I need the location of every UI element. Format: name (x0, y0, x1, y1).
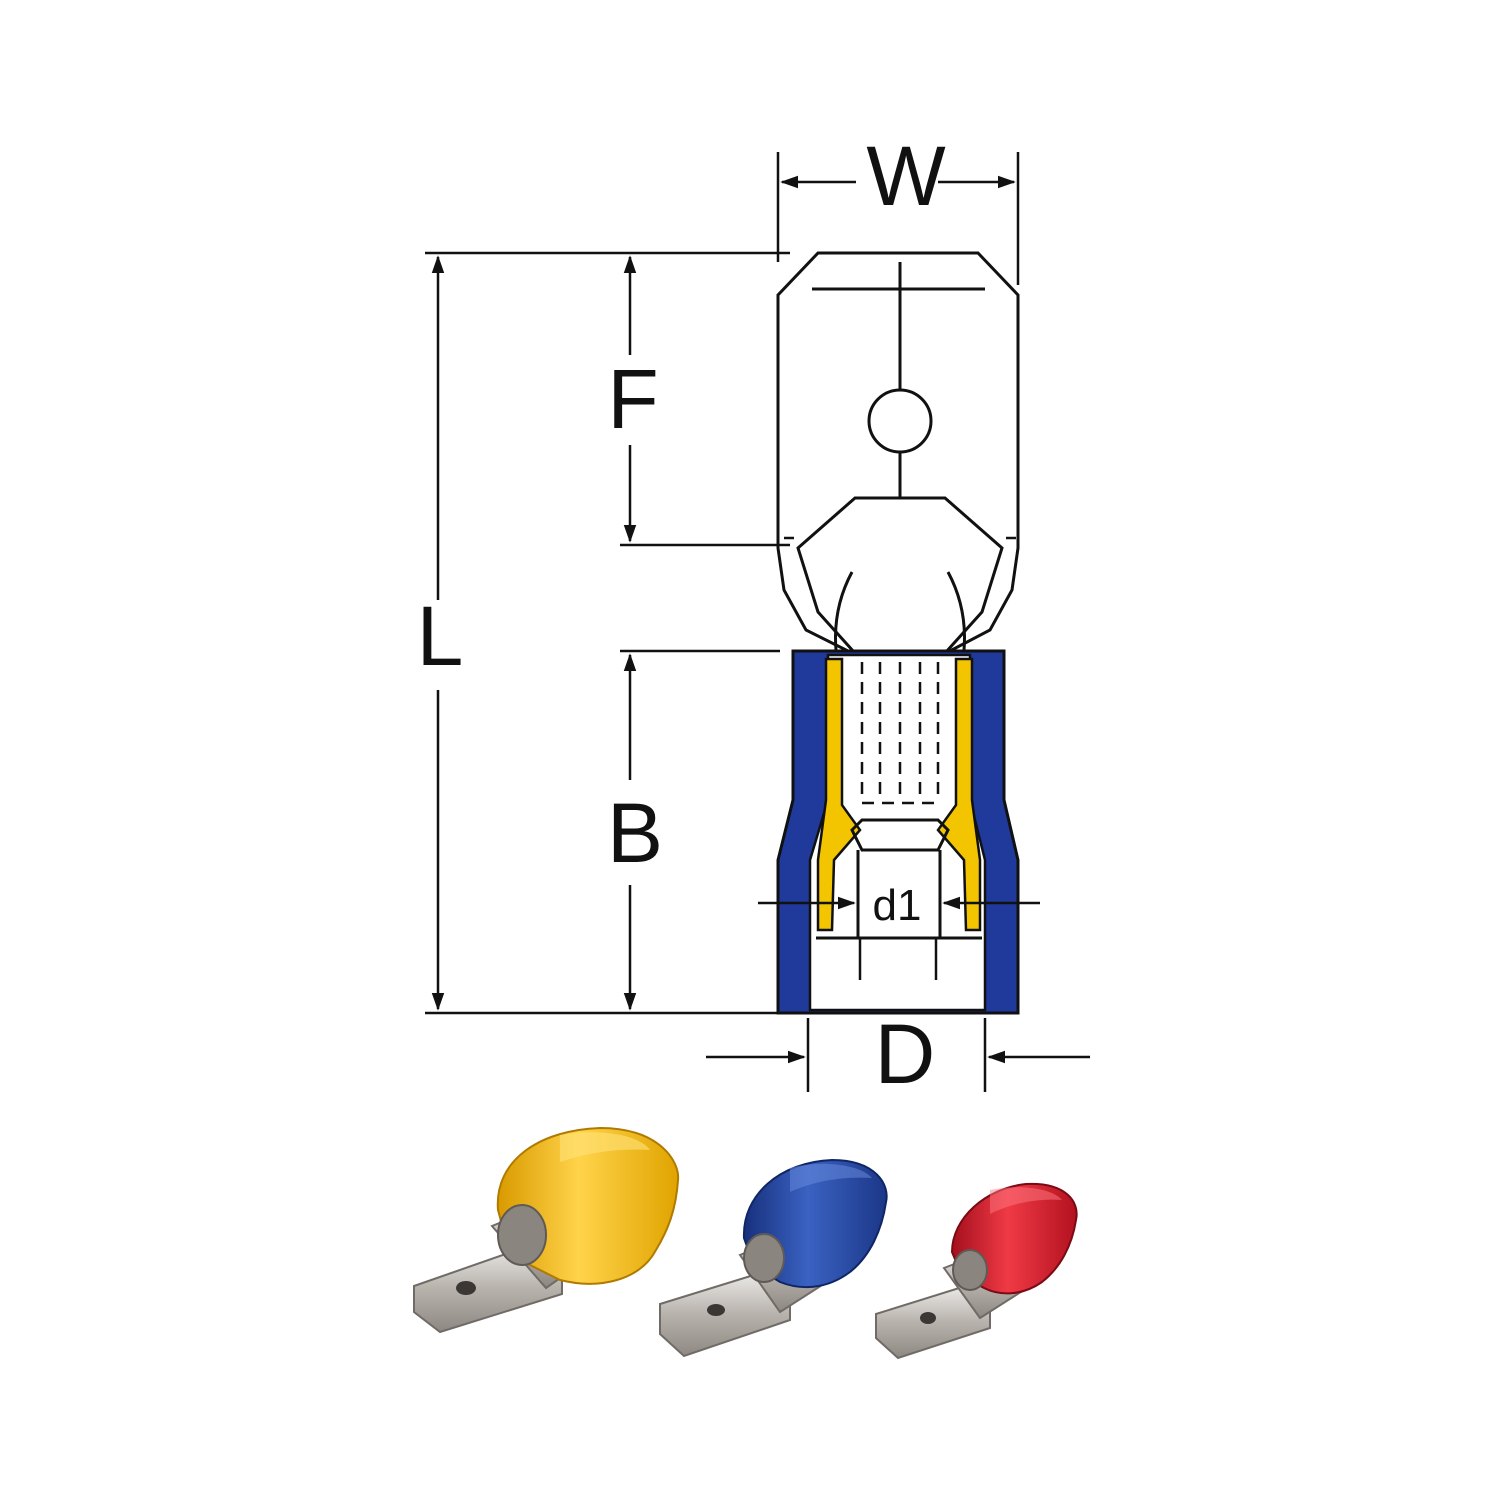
wire-diameter-dimension: d1 (758, 881, 1040, 930)
tongue-dimension: F (607, 255, 790, 547)
red-terminal-photo (875, 1182, 1078, 1360)
insulation-diameter-dimension: D (706, 1007, 1090, 1101)
width-dimension: W (776, 129, 1020, 285)
blue-terminal-photo (659, 1158, 888, 1358)
product-photos (413, 1126, 1078, 1360)
label-f: F (607, 352, 658, 446)
label-d1: d1 (873, 881, 922, 930)
barrel-dimension: B (607, 649, 780, 1011)
label-l: L (417, 589, 464, 683)
tab-outline (776, 251, 1020, 654)
label-d: D (875, 1007, 936, 1101)
length-dimension: L (417, 251, 790, 1015)
yellow-terminal-photo (413, 1126, 680, 1334)
technical-drawing: W L F B D (417, 129, 1090, 1101)
yellow-inner-sleeve (816, 657, 862, 932)
label-w: W (866, 129, 945, 223)
label-b: B (607, 786, 663, 880)
insulated-barrel (776, 649, 1020, 1015)
